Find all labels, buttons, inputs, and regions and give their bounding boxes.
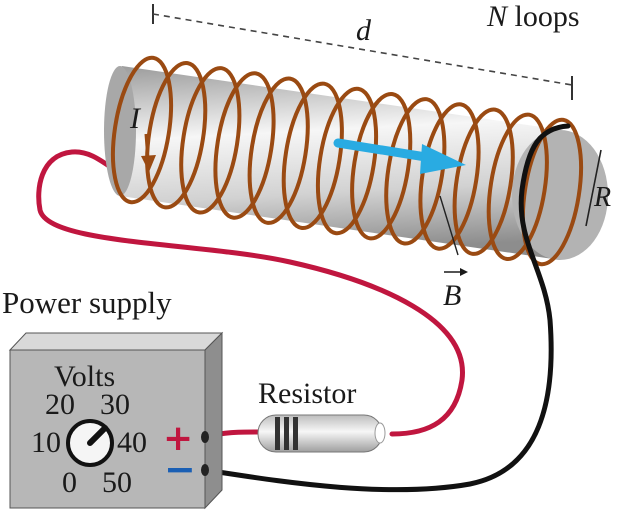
dial-tick-0: 0 — [62, 466, 77, 499]
minus-terminal-sign: − — [164, 447, 196, 491]
field-pointer — [439, 195, 459, 256]
plus-terminal-sign: + — [163, 418, 193, 459]
black-wire — [202, 123, 571, 493]
dial-tick-40: 40 — [117, 426, 147, 459]
current-label: I — [129, 102, 142, 135]
minus-terminal[interactable] — [201, 464, 209, 476]
dial-tick-50: 50 — [102, 466, 132, 499]
dial-tick-10: 10 — [31, 426, 61, 459]
current-arrow — [141, 133, 156, 172]
power-supply — [8, 331, 224, 510]
plus-terminal[interactable] — [201, 431, 209, 443]
coil-turn — [350, 91, 413, 241]
dial-tick-20: 20 — [45, 388, 75, 421]
volts-label: Volts — [54, 360, 115, 393]
resistor — [257, 414, 386, 453]
coil-turn — [110, 55, 174, 205]
coil-turn — [247, 76, 310, 225]
loops-label: N loops — [486, 0, 580, 33]
coil-turn — [213, 71, 276, 220]
resistor-label: Resistor — [258, 377, 356, 410]
solenoid-coil — [110, 55, 584, 267]
coil-turn — [145, 60, 208, 210]
coil-turn — [281, 81, 344, 231]
coil-turn — [452, 107, 515, 256]
length-label: d — [356, 14, 372, 47]
voltage-dial[interactable] — [66, 419, 114, 467]
coil-turn — [315, 86, 379, 236]
coil-turn — [384, 97, 447, 246]
red-wire — [36, 149, 465, 437]
length-marker — [152, 4, 573, 100]
dial-tick-30: 30 — [100, 388, 130, 421]
coil-turn — [486, 112, 549, 262]
coil-turn — [179, 66, 242, 215]
radius-label: R — [593, 182, 611, 213]
radius-line — [585, 149, 602, 227]
dial-pointer — [87, 425, 108, 446]
field-arrow — [333, 138, 466, 174]
field-vector-arrow — [444, 268, 468, 276]
power-supply-label: Power supply — [2, 285, 172, 320]
field-label: B — [443, 279, 461, 312]
coil-turn — [520, 117, 584, 267]
